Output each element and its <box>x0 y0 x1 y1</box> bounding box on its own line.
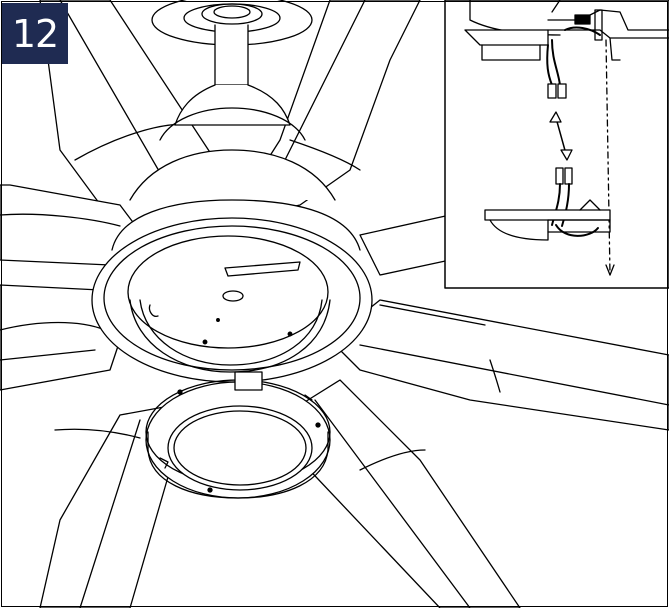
downrod <box>214 24 249 86</box>
lower-connector <box>555 167 564 185</box>
lower-wires <box>551 183 561 226</box>
alignment-line <box>605 39 611 276</box>
center-hole <box>222 290 244 302</box>
fan-blade-left-lower <box>0 284 121 391</box>
step-number-badge: 12 <box>2 3 68 64</box>
connect-arrow <box>549 111 573 161</box>
upper-connector <box>547 83 557 99</box>
fan-blade-bottom-right <box>299 379 521 609</box>
light-kit <box>145 371 331 499</box>
upper-wires <box>551 39 561 86</box>
mounting-ring <box>91 217 373 383</box>
light-kit-tab <box>234 371 263 391</box>
wire-detail-inset <box>444 0 669 289</box>
fan-blade-lower-right <box>329 299 669 431</box>
fan-blade-right <box>359 214 451 276</box>
